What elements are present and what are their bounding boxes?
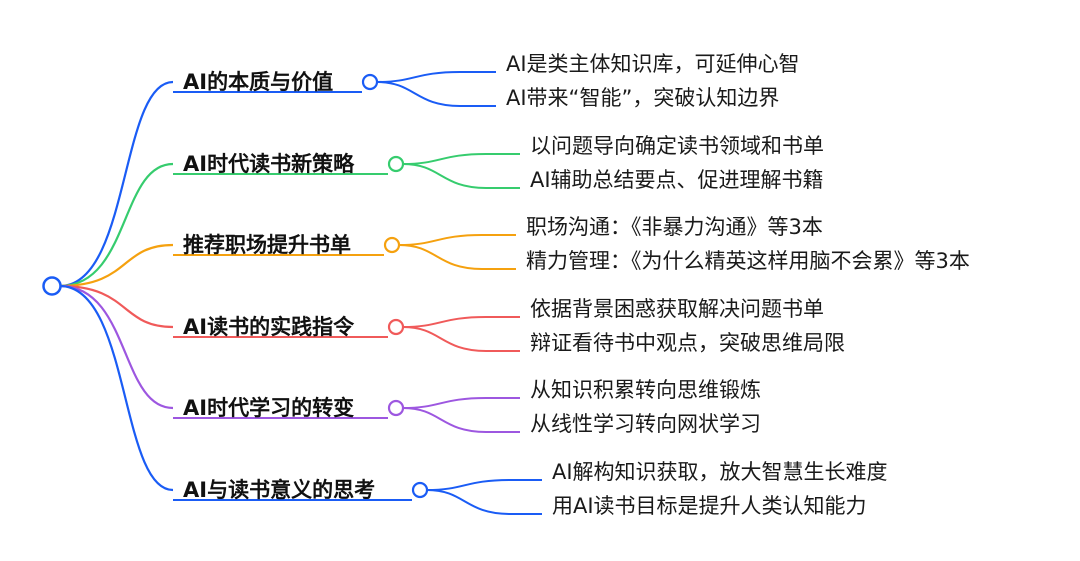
branch-leaf-link <box>376 81 496 107</box>
branch-leaf-link <box>398 244 516 270</box>
branch-leaf-link <box>402 316 520 328</box>
root-branch-link <box>59 284 174 492</box>
leaf-label[interactable]: 辩证看待书中观点，突破思维局限 <box>530 331 845 355</box>
leaf-label[interactable]: AI带来“智能”，突破认知边界 <box>506 86 779 110</box>
leaf-label[interactable]: AI解构知识获取，放大智慧生长难度 <box>552 460 888 484</box>
branch-node[interactable] <box>387 155 405 173</box>
leaf-label[interactable]: 用AI读书目标是提升人类认知能力 <box>552 494 867 518</box>
branch-leaf-link <box>402 326 520 352</box>
leaf-label[interactable]: AI是类主体知识库，可延伸心智 <box>506 52 800 76</box>
branch-label[interactable]: AI的本质与价值 <box>183 70 333 94</box>
branch-label[interactable]: AI与读书意义的思考 <box>183 478 375 502</box>
leaf-label[interactable]: 精力管理：《为什么精英这样用脑不会累》等3本 <box>526 249 970 273</box>
branch-label[interactable]: 推荐职场提升书单 <box>183 233 351 257</box>
branch-node[interactable] <box>383 236 401 254</box>
root-branch-link <box>59 284 174 410</box>
root-branch-link <box>59 284 174 329</box>
branch-leaf-link <box>426 489 542 515</box>
branch-leaf-link <box>402 407 520 433</box>
root-branch-link <box>59 162 174 288</box>
root-branch-link <box>59 243 174 288</box>
branch-node[interactable] <box>387 399 405 417</box>
leaf-label[interactable]: AI辅助总结要点、促进理解书籍 <box>530 168 824 192</box>
root-branch-link <box>59 80 174 288</box>
leaf-label[interactable]: 从线性学习转向网状学习 <box>530 412 761 436</box>
branch-leaf-link <box>402 163 520 189</box>
branch-label[interactable]: AI读书的实践指令 <box>183 315 355 339</box>
leaf-label[interactable]: 从知识积累转向思维锻炼 <box>530 378 761 402</box>
branch-label[interactable]: AI时代学习的转变 <box>183 396 354 420</box>
branch-node[interactable] <box>387 318 405 336</box>
branch-leaf-link <box>376 71 496 83</box>
branch-node[interactable] <box>361 73 379 91</box>
branch-leaf-link <box>402 153 520 165</box>
leaf-label[interactable]: 职场沟通：《非暴力沟通》等3本 <box>526 215 823 239</box>
root-node[interactable] <box>42 276 62 296</box>
branch-leaf-link <box>402 397 520 409</box>
branch-leaf-link <box>398 234 516 246</box>
mindmap-nodes: AI的本质与价值 AI是类主体知识库，可延伸心智 AI带来“智能”，突破认知边界 AI… <box>183 52 970 518</box>
leaf-label[interactable]: 依据背景困惑获取解决问题书单 <box>530 297 824 321</box>
branch-node[interactable] <box>411 481 429 499</box>
branch-label[interactable]: AI时代读书新策略 <box>183 152 355 176</box>
mindmap-links <box>59 71 542 515</box>
leaf-label[interactable]: 以问题导向确定读书领域和书单 <box>530 134 824 158</box>
branch-leaf-link <box>426 479 542 491</box>
